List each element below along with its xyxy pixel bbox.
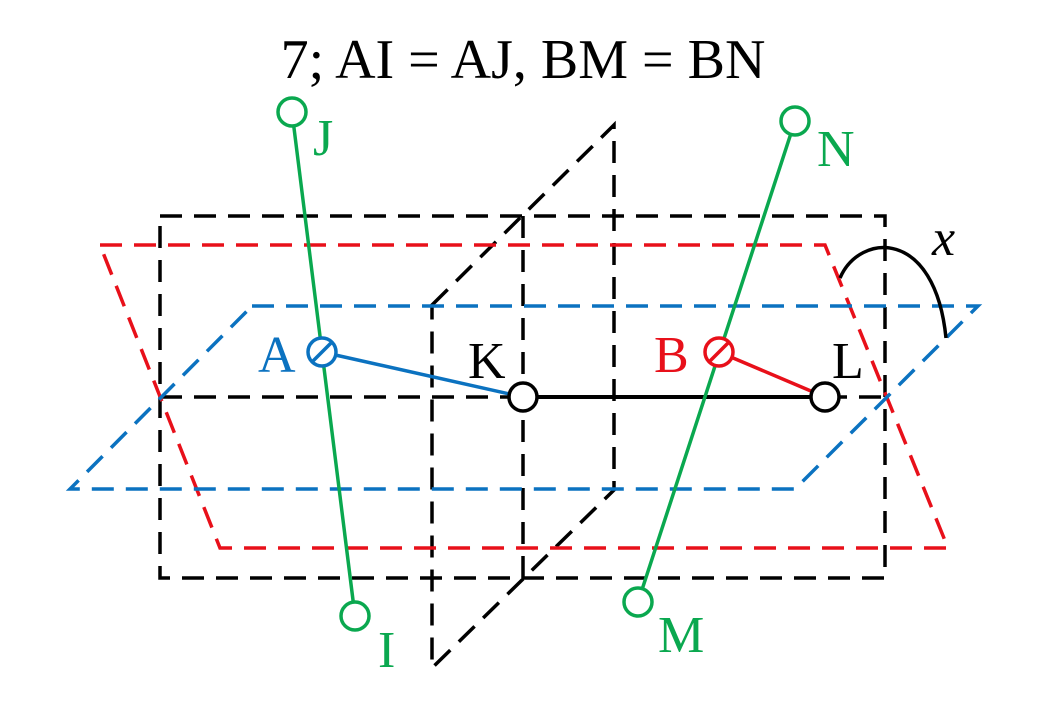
point-l-marker	[809, 381, 841, 413]
point-j-marker	[276, 96, 308, 128]
point-m-marker	[622, 586, 654, 618]
point-b-marker	[703, 336, 735, 368]
red-plane	[97, 243, 951, 550]
label-l: L	[832, 333, 864, 390]
angle-arc-x	[838, 246, 948, 339]
segment-bl	[718, 350, 826, 399]
point-n-marker	[779, 105, 811, 137]
label-m: M	[658, 607, 704, 664]
point-k-marker	[507, 381, 539, 413]
diagram-title: 7; AI = AJ, BM = BN	[281, 29, 766, 91]
label-j: J	[313, 110, 333, 167]
label-b: B	[654, 327, 689, 384]
point-i-marker	[339, 600, 371, 632]
label-angle-x: x	[931, 210, 955, 267]
point-a-marker	[306, 336, 338, 368]
segment-ak	[321, 350, 524, 399]
label-i: I	[378, 622, 395, 679]
vertical-plane-rect	[158, 214, 887, 580]
label-a: A	[258, 327, 296, 384]
label-k: K	[468, 333, 506, 390]
label-n: N	[817, 121, 855, 178]
